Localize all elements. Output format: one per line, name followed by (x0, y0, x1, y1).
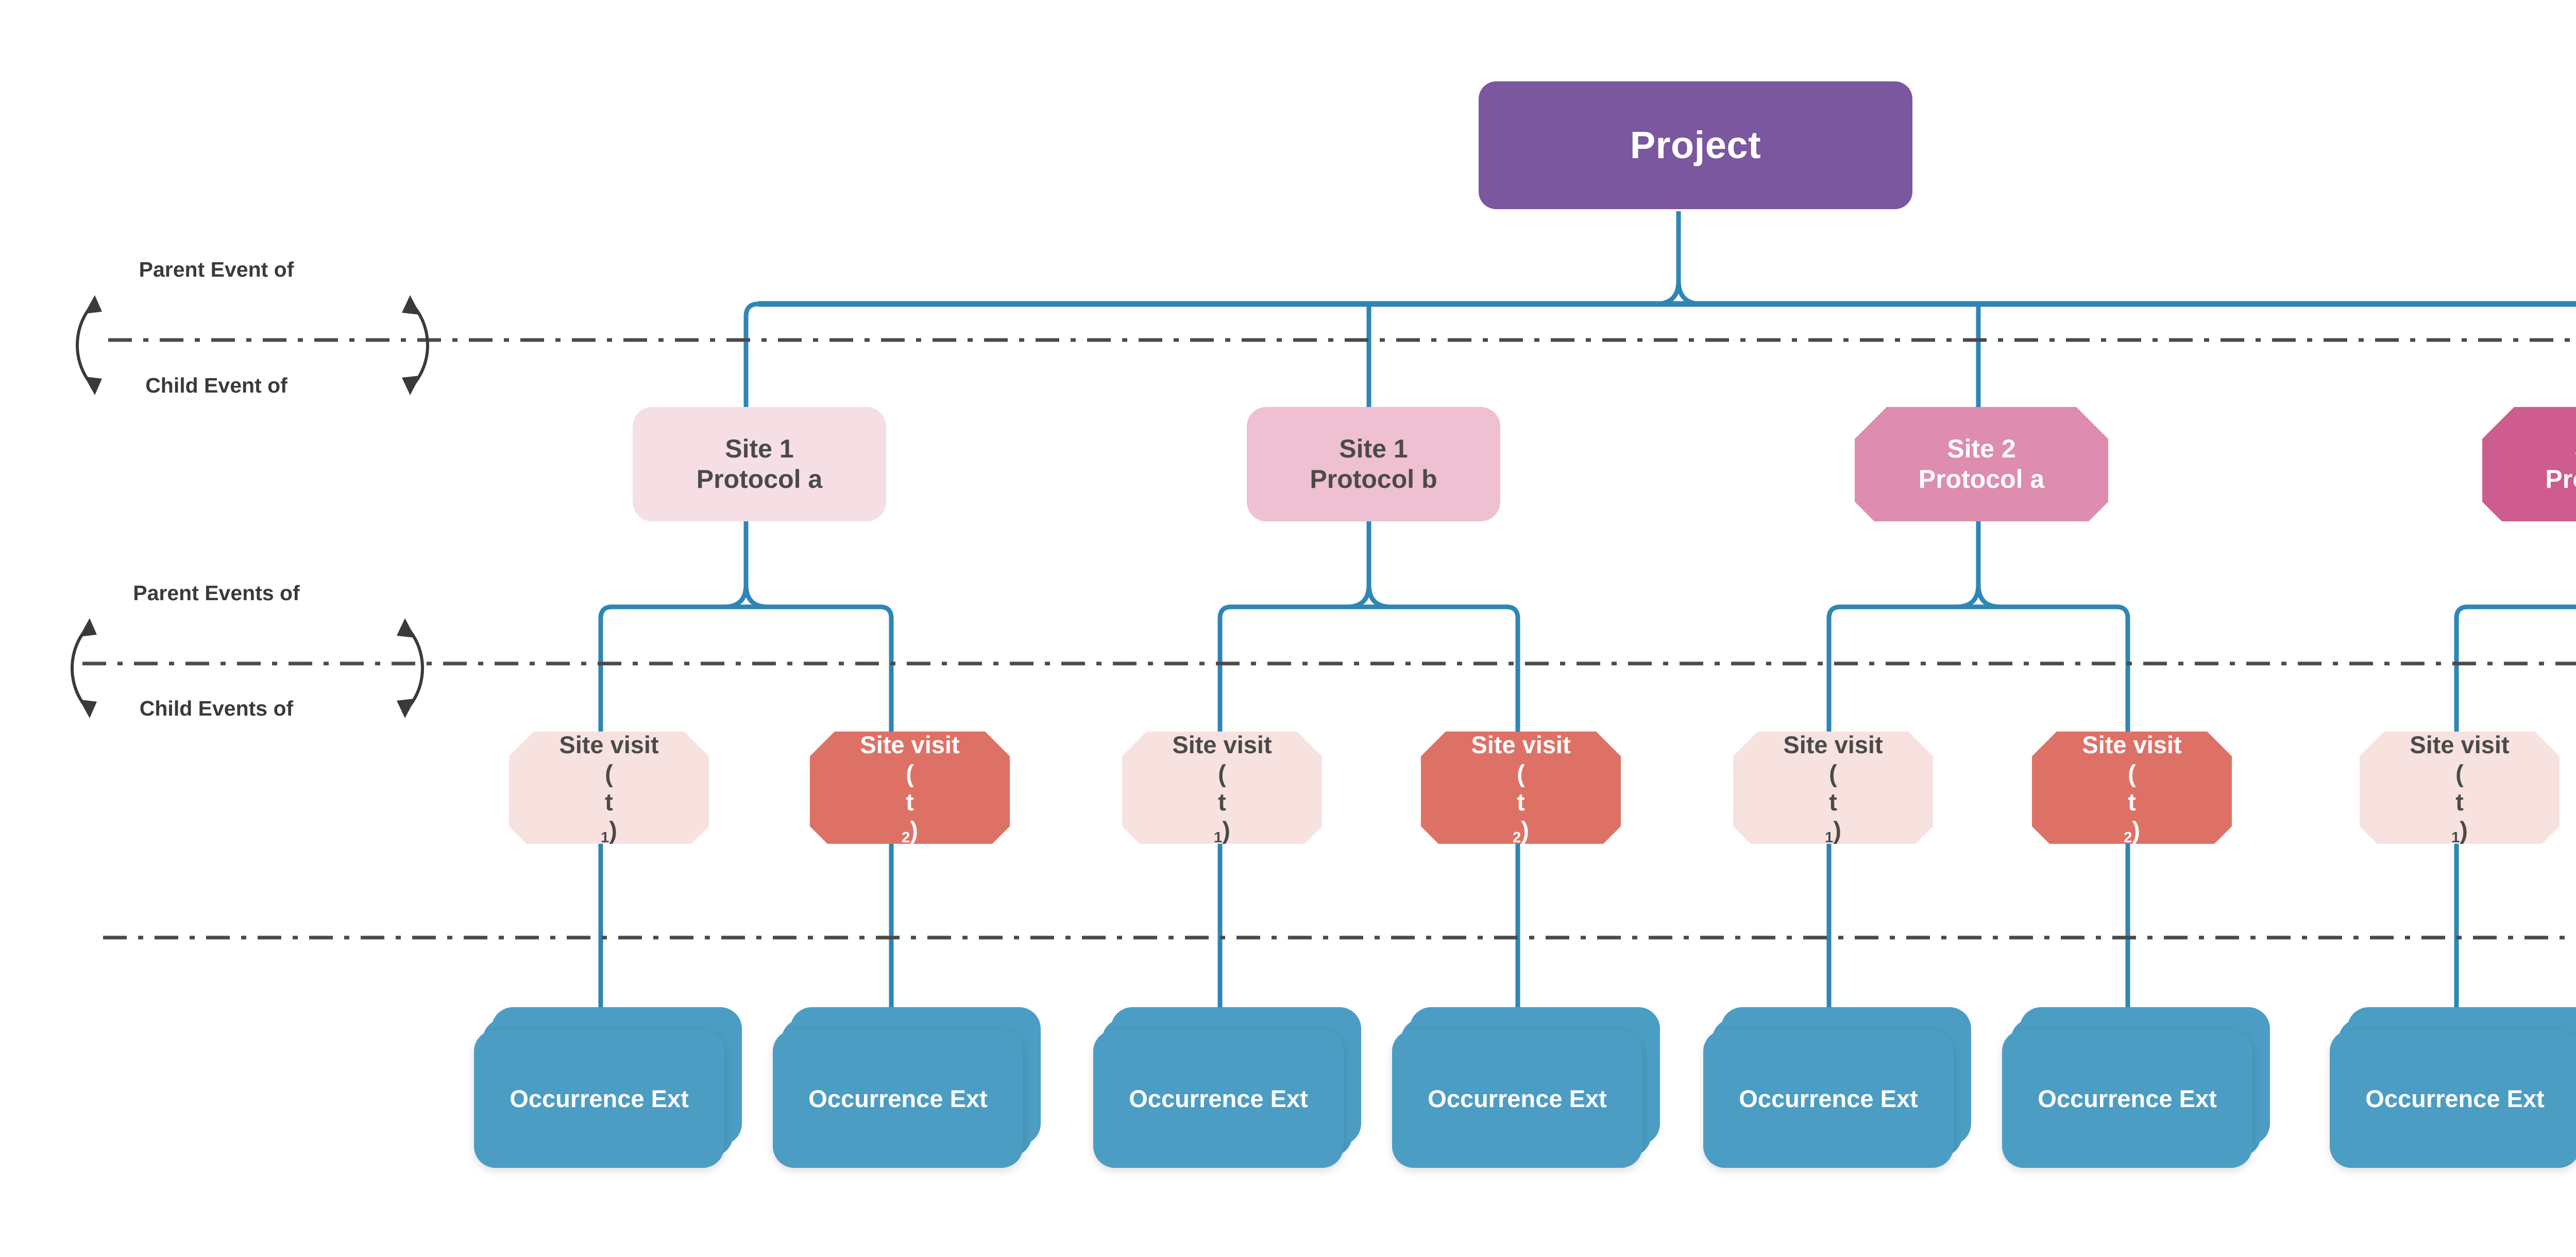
relation-child-label: Child Event of (145, 373, 287, 397)
occurrence-line2: Ext (1880, 1084, 1918, 1112)
occurrence-line2: Ext (2506, 1084, 2545, 1112)
occurrence-line1: Occurrence (1129, 1084, 1264, 1112)
node-site-1-protocol-b[interactable]: Site 1 Protocol b (1247, 407, 1500, 521)
occurrence-line1: Occurrence (2038, 1084, 2173, 1112)
occurrence-card-front: Occurrence Ext (1392, 1030, 1642, 1168)
occurrence-card-front: Occurrence Ext (1093, 1030, 1344, 1168)
occurrence-line2: Ext (950, 1084, 988, 1112)
occurrence-line2: Ext (651, 1084, 689, 1112)
occurrence-line2: Ext (1270, 1084, 1308, 1112)
relation-parent-label: Parent Events of (133, 581, 300, 605)
occurrence-card-front: Occurrence Ext (2002, 1030, 2252, 1168)
node-site-line2: Protocol a (696, 465, 823, 494)
node-site-line1: Site 1 (725, 434, 794, 463)
occurrence-line1: Occurrence (2365, 1084, 2500, 1112)
node-visit-line1: Site visit (2082, 731, 2182, 759)
node-site-line2: Protocol a (1918, 465, 2045, 494)
relation-arrow-right-icon (402, 295, 429, 395)
occurrence-line2: Ext (2179, 1084, 2217, 1112)
node-visit-line1: Site visit (1783, 731, 1883, 759)
node-occurrence-ext-2[interactable]: Occurrence Ext (773, 1007, 1041, 1170)
relation-arrow-left-icon (76, 295, 102, 395)
relation-arrow-left-icon (71, 618, 97, 718)
node-site-line2: Protocol b (2545, 465, 2573, 494)
occurrence-card-front: Occurrence Ext (474, 1030, 724, 1168)
node-occurrence-ext-4[interactable]: Occurrence Ext (1392, 1007, 1660, 1170)
occurrence-line1: Occurrence (808, 1084, 943, 1112)
node-occurrence-ext-6[interactable]: Occurrence Ext (2002, 1007, 2270, 1170)
node-site-line1: Site 2 (1947, 434, 2016, 463)
occurrence-card-front: Occurrence Ext (1703, 1030, 1954, 1168)
node-visit-line1: Site visit (2410, 731, 2510, 759)
node-visit-line1: Site visit (1172, 731, 1272, 759)
occurrence-card-front: Occurrence Ext (2330, 1030, 2576, 1168)
relation-parent-label: Parent Event of (139, 258, 294, 281)
node-project[interactable]: Project (1479, 81, 1912, 209)
node-occurrence-ext-7[interactable]: Occurrence Ext (2330, 1007, 2576, 1170)
node-site-2-protocol-b[interactable]: Site 2 Protocol b (2482, 407, 2576, 521)
node-site-2-protocol-a[interactable]: Site 2 Protocol a (1855, 407, 2108, 521)
occurrence-line1: Occurrence (1428, 1084, 1563, 1112)
node-occurrence-ext-3[interactable]: Occurrence Ext (1093, 1007, 1361, 1170)
occurrence-card-front: Occurrence Ext (773, 1030, 1023, 1168)
node-site-1-protocol-a[interactable]: Site 1 Protocol a (633, 407, 886, 521)
node-site-line1: Site 2 (2545, 434, 2576, 464)
occurrence-line1: Occurrence (1739, 1084, 1874, 1112)
relation-child-label: Child Events of (139, 697, 294, 720)
node-site-line2: Protocol b (1310, 465, 1437, 494)
node-occurrence-ext-5[interactable]: Occurrence Ext (1703, 1007, 1971, 1170)
occurrence-line2: Ext (1569, 1084, 1607, 1112)
node-visit-line1: Site visit (860, 731, 960, 759)
node-project-label: Project (1630, 124, 1761, 167)
node-occurrence-ext-1[interactable]: Occurrence Ext (474, 1007, 742, 1170)
node-visit-line1: Site visit (559, 731, 659, 759)
occurrence-line1: Occurrence (510, 1084, 645, 1112)
node-site-line1: Site 1 (1339, 434, 1408, 463)
node-visit-line1: Site visit (1471, 731, 1571, 759)
relation-arrow-right-icon (397, 618, 424, 718)
